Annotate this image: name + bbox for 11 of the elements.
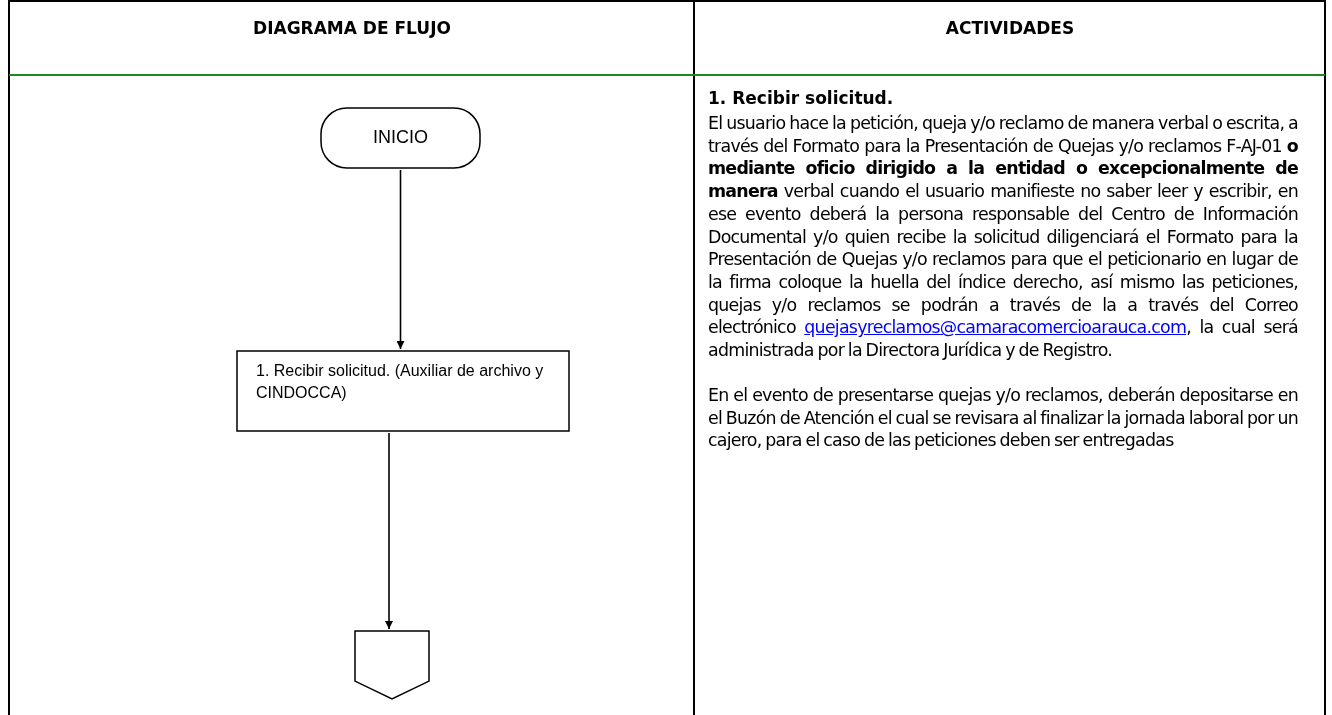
column-header: DIAGRAMA DE FLUJO — [252, 18, 452, 38]
activity-heading: 1. Recibir solicitud. — [708, 88, 895, 108]
off-page-connector — [354, 630, 430, 700]
column-header: ACTIVIDADES — [944, 18, 1076, 38]
start-terminal: INICIO — [320, 107, 481, 169]
arrow — [396, 169, 405, 350]
activity-paragraph: En el evento de presentarse quejas y/o reclamos, deberán depositarse en el Buzón de Atención el cual se revisara al finalizar la jornada laboral por un cajero, para el caso de las peticiones deben ser entregadas — [708, 384, 1298, 453]
email-link: quejasyreclamos@camaracomercioarauca.com — [804, 317, 1187, 338]
process-box: 1. Recibir solicitud. (Auxiliar de archivo y CINDOCCA) — [236, 350, 570, 432]
arrow — [385, 432, 393, 630]
activity-paragraph: El usuario hace la petición, queja y/o reclamo de manera verbal o escrita, a través del Formato para la Presentación de Quejas y/o reclamos F-AJ-01 o mediante oficio dirigido a la entidad o excepcionalmente de manera verbal cuando el usuario manifieste no saber leer y escribir, en ese evento deberá la persona responsable del Centro de Información Documental y/o quien recibe la solicitud diligenciará el Formato para la Presentación de Quejas y/o reclamos para que el peticionario en lugar de la firma coloque la huella del índice derecho, así mismo las peticiones, quejas y/o reclamos se podrán a través de la a través del Correo electrónico quejasyreclamos@camaracomercioarauca.com, la cual será administrada por la Directora Jurídica y de Registro. — [708, 112, 1298, 362]
